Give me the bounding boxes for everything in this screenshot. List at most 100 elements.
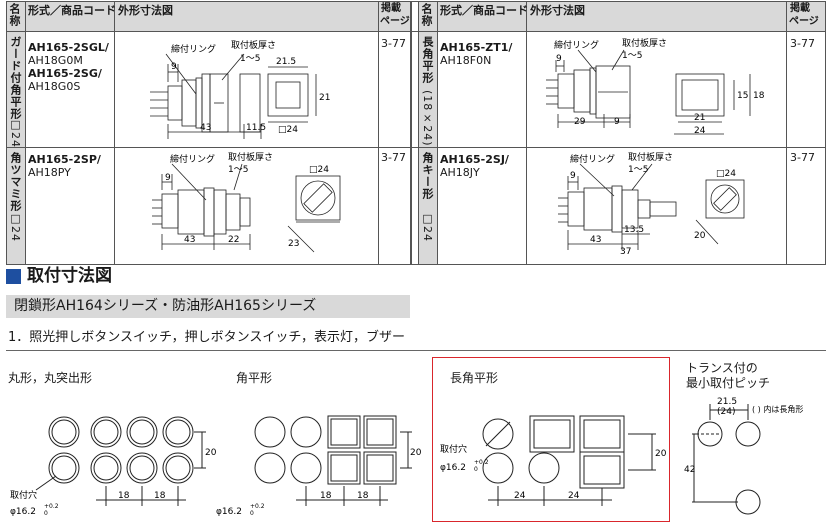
header-page-2: ページ bbox=[380, 16, 410, 27]
header-drawing-r: 外形寸法図 bbox=[530, 4, 585, 17]
square-title: 角平形 bbox=[236, 371, 273, 385]
drawing-square-key: 9 13.5 43 37 □24 20 締付リング 取付板厚さ 1～5 bbox=[558, 151, 745, 257]
row1-size: □24 bbox=[9, 118, 22, 148]
header-page-1: 掲載 bbox=[381, 3, 401, 14]
drawing-mount-round: 20 18 18 取付穴 φ16.2 +0.2 0 bbox=[10, 416, 217, 517]
row3-code2: AH18F0N bbox=[440, 54, 492, 67]
r4-dim-43: 43 bbox=[590, 235, 601, 245]
header-name: 名称 bbox=[8, 3, 21, 27]
rect-dim-24b: 24 bbox=[568, 491, 580, 501]
header-name-r: 名称 bbox=[420, 3, 433, 27]
row1-code4: AH18G0S bbox=[28, 80, 81, 93]
row3-size: (18×24) bbox=[421, 90, 434, 147]
r2-label-ring: 締付リング bbox=[170, 153, 215, 165]
rect-hole-label: 取付穴 bbox=[440, 443, 467, 455]
trans-dim-215: 21.5 bbox=[717, 397, 737, 407]
r1-dim-21: 21 bbox=[319, 93, 330, 103]
r3-dim-15: 15 bbox=[737, 91, 748, 101]
r2-dim-24: □24 bbox=[309, 165, 329, 175]
r2-dim-43: 43 bbox=[184, 235, 195, 245]
row1-page: 3-77 bbox=[381, 37, 406, 50]
row4-code2: AH18JY bbox=[440, 166, 480, 179]
row1-code1: AH165-2SGL/ bbox=[28, 41, 109, 54]
r3-label-plate: 取付板厚さ bbox=[622, 37, 667, 49]
item-title: 1．照光押しボタンスイッチ，押しボタンスイッチ，表示灯，ブザー bbox=[8, 330, 405, 345]
r1-dim-24: □24 bbox=[278, 125, 298, 135]
r1-label-ring: 締付リング bbox=[171, 43, 216, 55]
r4-dim-9: 9 bbox=[570, 171, 576, 181]
r2-label-range: 1～5 bbox=[228, 165, 248, 175]
r4-dim-24: □24 bbox=[716, 169, 736, 179]
r1-dim-215: 21.5 bbox=[276, 57, 296, 67]
row1-code3: AH165-2SG/ bbox=[28, 67, 102, 80]
drawing-rect-flat: 9 29 9 21 24 15 18 締付リング 取付板厚さ 1～5 bbox=[546, 37, 765, 136]
drawing-guard-flat: 9 21.5 43 11.5 □24 21 締付リング 取付板厚さ 1～5 bbox=[150, 39, 330, 139]
header-drawing: 外形寸法図 bbox=[118, 4, 173, 17]
r3-dim-9b: 9 bbox=[614, 117, 620, 127]
drawing-square-knob: 9 43 22 □24 23 締付リング 取付板厚さ 1～5 bbox=[152, 151, 341, 253]
header-code: 形式／商品コード bbox=[28, 4, 116, 17]
row4-page: 3-77 bbox=[790, 151, 815, 164]
drawing-trans-pitch: 21.5 (24) ( ) 内は長角形 42 bbox=[684, 397, 803, 515]
rect-title: 長角平形 bbox=[450, 371, 499, 385]
r4-dim-20: 20 bbox=[694, 231, 706, 241]
row3-code1: AH165-ZT1/ bbox=[440, 41, 513, 54]
row2-size: □24 bbox=[9, 212, 22, 242]
row1-name: ガード付角平形 bbox=[9, 36, 22, 120]
rect-dim-24a: 24 bbox=[514, 491, 526, 501]
row3-page: 3-77 bbox=[790, 37, 815, 50]
trans-dim-42: 42 bbox=[684, 465, 695, 475]
r3-label-ring: 締付リング bbox=[554, 39, 599, 51]
r3-dim-18: 18 bbox=[753, 91, 765, 101]
r2-dim-22: 22 bbox=[228, 235, 239, 245]
r3-label-range: 1～5 bbox=[622, 51, 642, 61]
drawing-mount-rect: 20 24 24 取付穴 φ16.2 +0.2 0 bbox=[440, 415, 667, 506]
r4-dim-37: 37 bbox=[620, 247, 631, 257]
r1-dim-9: 9 bbox=[171, 62, 177, 72]
r4-label-ring: 締付リング bbox=[570, 153, 615, 165]
row4-size: □24 bbox=[421, 212, 434, 242]
trans-title-2: 最小取付ピッチ bbox=[686, 376, 771, 390]
r2-dim-23: 23 bbox=[288, 239, 299, 249]
item-underline bbox=[6, 350, 826, 351]
row3-name: 長角平形 bbox=[421, 36, 434, 84]
r3-dim-24: 24 bbox=[694, 126, 706, 136]
square-dim-18a: 18 bbox=[320, 491, 332, 501]
row1-code2: AH18G0M bbox=[28, 54, 83, 67]
series-title: 閉鎖形AH164シリーズ・防油形AH165シリーズ bbox=[14, 298, 317, 314]
row4-code1: AH165-2SJ/ bbox=[440, 153, 509, 166]
round-dim-18b: 18 bbox=[154, 491, 166, 501]
square-phi: φ16.2 bbox=[216, 507, 242, 517]
r1-dim-115: 11.5 bbox=[246, 123, 266, 133]
round-hole-label: 取付穴 bbox=[10, 489, 37, 501]
trans-dim-24: (24) bbox=[717, 407, 735, 417]
r3-dim-21: 21 bbox=[694, 113, 705, 123]
trans-title-1: トランス付の bbox=[686, 361, 758, 375]
r3-dim-29: 29 bbox=[574, 117, 586, 127]
rect-phi: φ16.2 bbox=[440, 463, 466, 473]
round-tol-dn: 0 bbox=[44, 510, 48, 517]
r3-dim-9a: 9 bbox=[556, 54, 562, 64]
r4-dim-135: 13.5 bbox=[624, 225, 644, 235]
round-tol-up: +0.2 bbox=[44, 503, 59, 510]
r2-dim-9: 9 bbox=[165, 173, 171, 183]
round-title: 丸形，丸突出形 bbox=[8, 371, 93, 385]
r4-label-plate: 取付板厚さ bbox=[628, 151, 673, 163]
drawing-mount-square: 20 18 18 φ16.2 +0.2 0 bbox=[216, 415, 422, 517]
rect-dim-20: 20 bbox=[655, 449, 667, 459]
rect-tol-up: +0.2 bbox=[474, 459, 489, 466]
section-title: 取付寸法図 bbox=[27, 266, 112, 286]
rect-highlight-frame bbox=[432, 357, 670, 522]
r1-label-range: 1～5 bbox=[240, 54, 260, 64]
header-code-r: 形式／商品コード bbox=[440, 4, 528, 17]
row4-name: 角キー形 bbox=[421, 152, 434, 200]
round-phi: φ16.2 bbox=[10, 507, 36, 517]
trans-note: ( ) 内は長角形 bbox=[752, 404, 803, 414]
header-page-r1: 掲載 bbox=[790, 3, 810, 14]
row2-page: 3-77 bbox=[381, 151, 406, 164]
square-tol-up: +0.2 bbox=[250, 503, 265, 510]
r4-label-range: 1～5 bbox=[628, 165, 648, 175]
rect-tol-dn: 0 bbox=[474, 466, 478, 473]
square-tol-dn: 0 bbox=[250, 510, 254, 517]
series-band bbox=[6, 295, 410, 318]
